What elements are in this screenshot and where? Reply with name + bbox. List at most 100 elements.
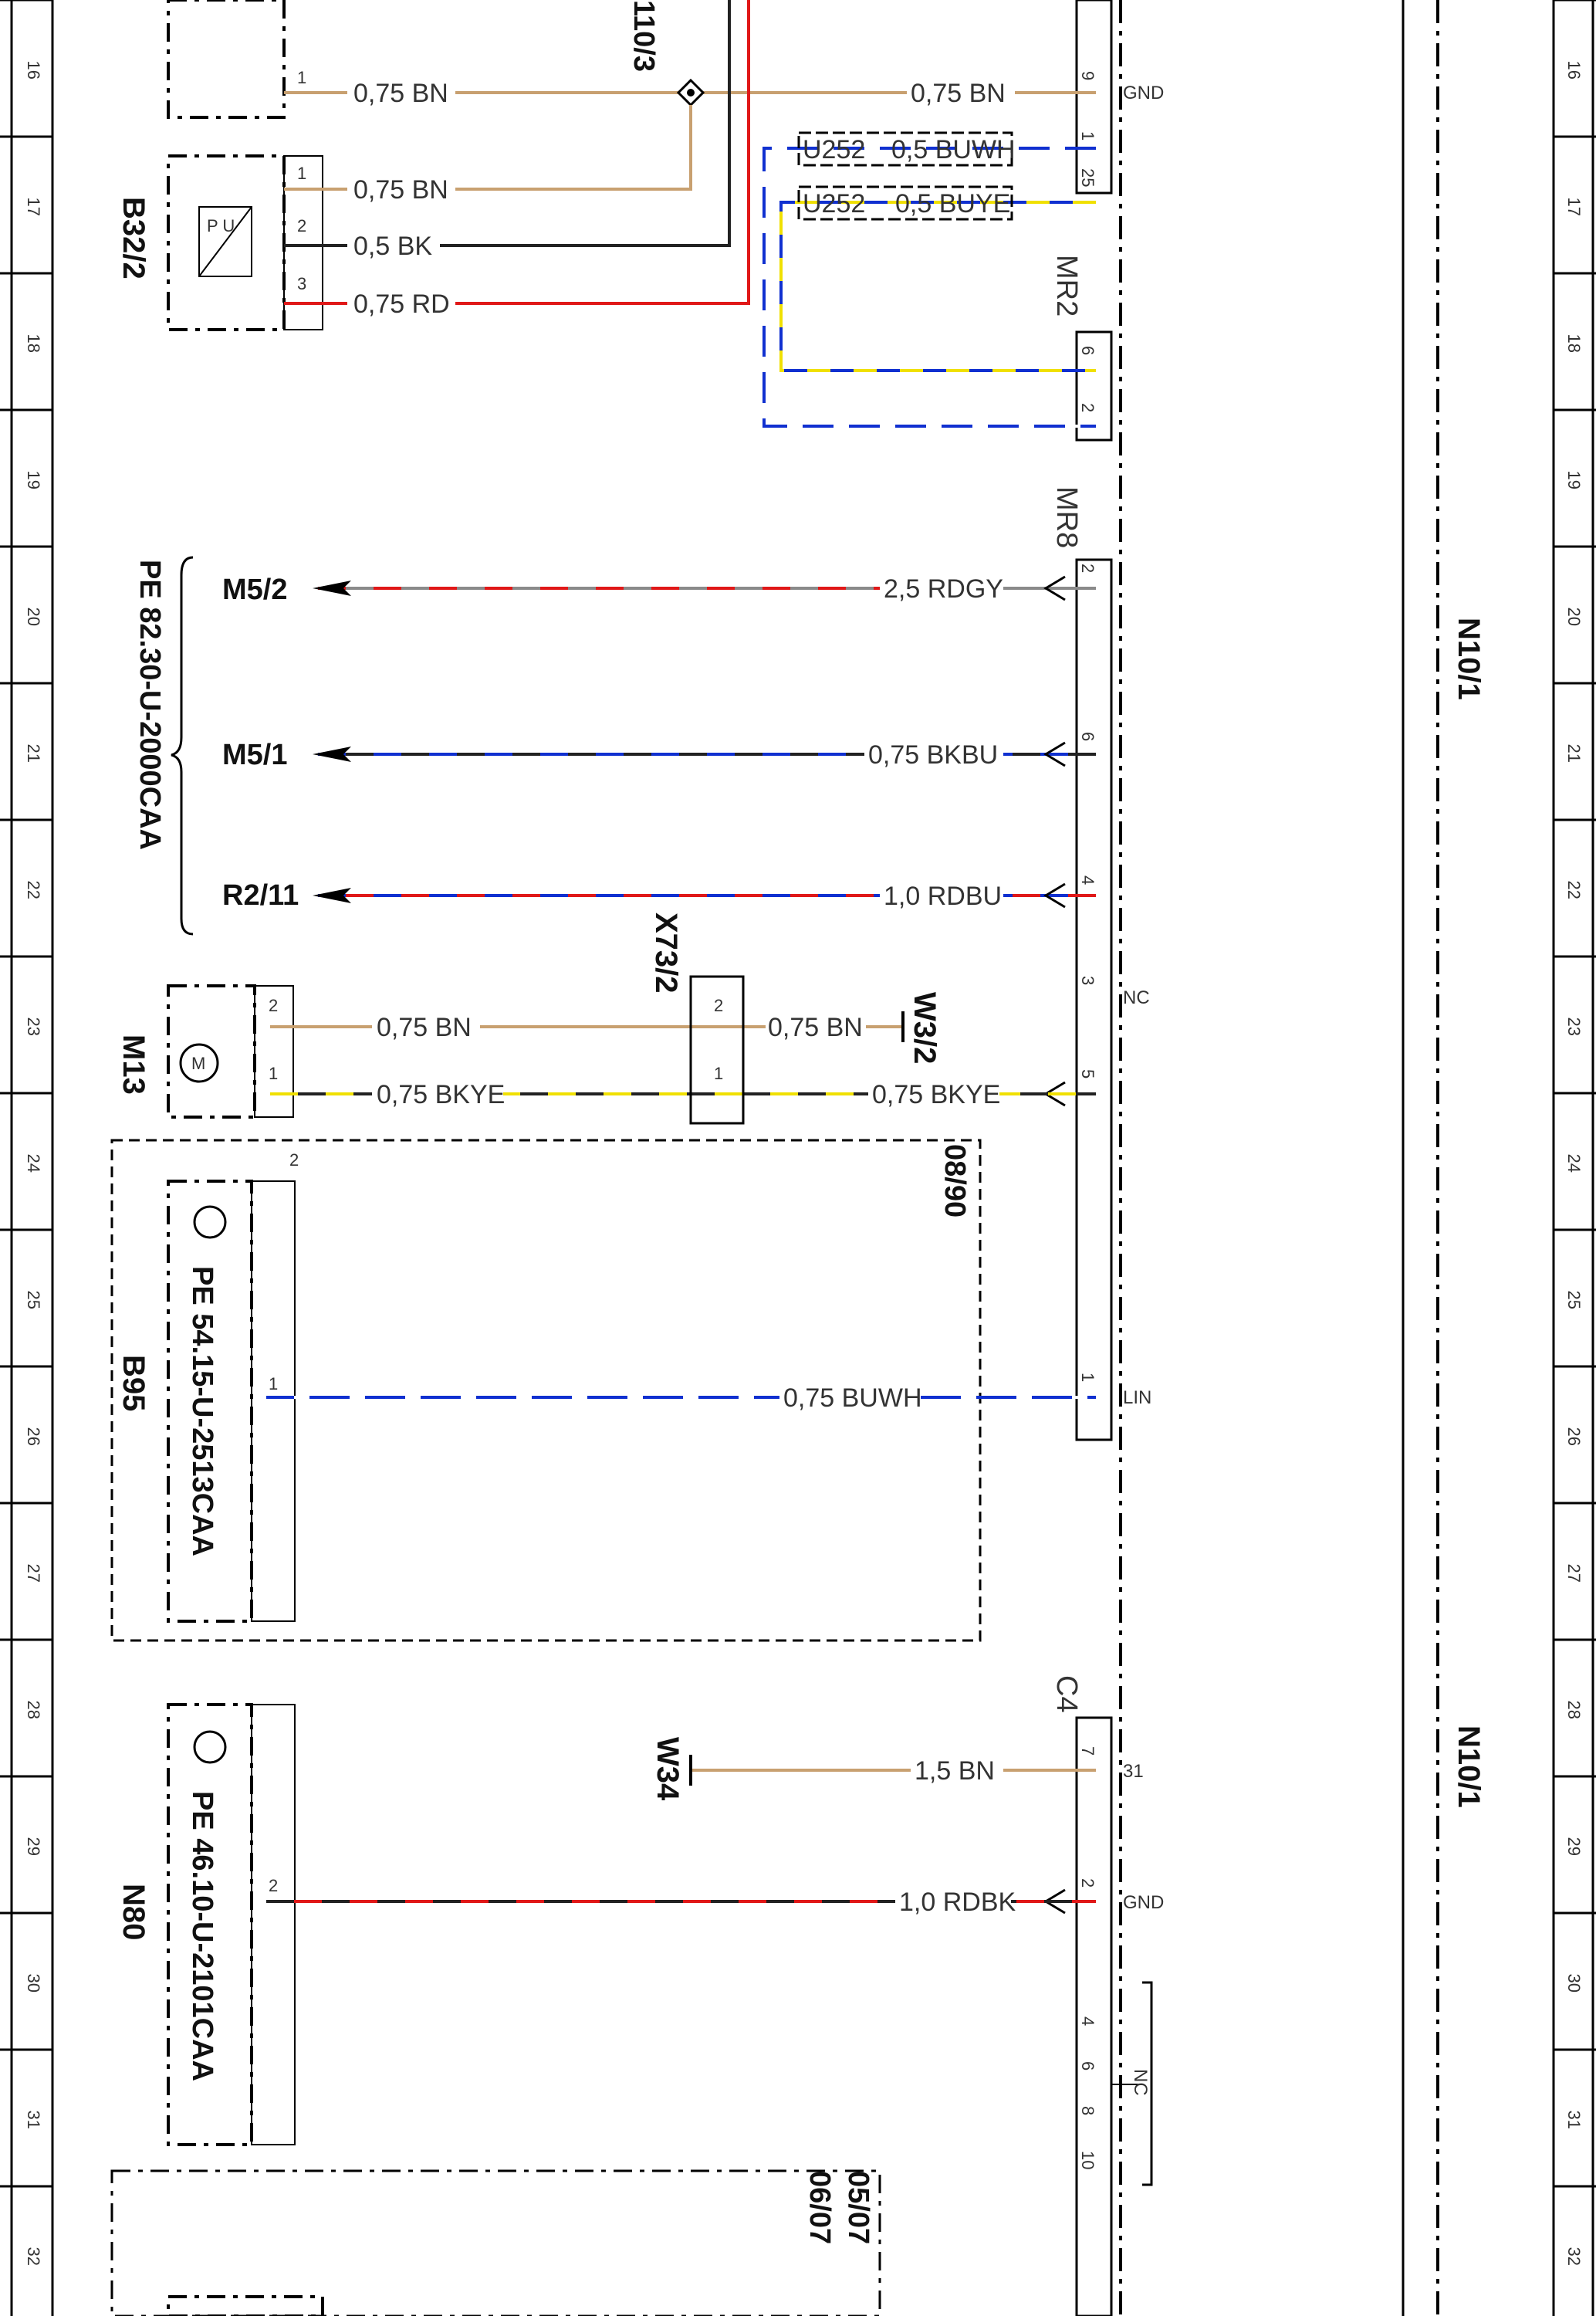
strip-pin-8: 8 (1078, 2106, 1097, 2115)
strip-pin-6: 6 (1078, 346, 1097, 355)
fn-nc-1: NC (1123, 987, 1150, 1008)
label-w17: 1,0 RDBK (899, 1888, 1016, 1917)
fn-gnd-2: GND (1123, 1892, 1164, 1913)
b95-pin-2: 2 (289, 1150, 299, 1170)
m5-2-label: M5/2 (222, 574, 287, 606)
strip-pin-2b: 2 (1078, 564, 1097, 573)
b95-pin-1: 1 (269, 1374, 278, 1393)
m13-pin-2: 2 (269, 996, 278, 1015)
strip-pin-7: 7 (1078, 1746, 1097, 1756)
grid-label-right: 17 (1564, 198, 1584, 216)
connector-mr8-block (1075, 558, 1113, 1441)
grid-label-right: 27 (1564, 1564, 1584, 1583)
n80-label: N80 (117, 1884, 150, 1940)
grid-label-left: 19 (24, 471, 43, 489)
grid-label-right: 21 (1564, 744, 1584, 763)
grid-label-right: 25 (1564, 1291, 1584, 1309)
b95-box (167, 1180, 253, 1623)
n80-connector (251, 1704, 296, 2145)
strip-pin-5: 5 (1078, 1069, 1097, 1078)
w3-2-label: W3/2 (908, 992, 942, 1064)
strip-pin-1b: 1 (1078, 1373, 1097, 1382)
n10-1-label-top: N10/1 (1452, 618, 1486, 700)
pe-ref-2: PE 54.15-U-2513CAA (186, 1266, 218, 1556)
grid-label-right: 29 (1564, 1837, 1584, 1856)
grid-label-left: 32 (24, 2247, 43, 2266)
pressure-sensor-icon (198, 206, 252, 277)
pe-ref-3: PE 46.10-U-2101CAA (186, 1791, 218, 2081)
bottom-variant-box (110, 2169, 881, 2316)
wire-w3 (284, 105, 692, 191)
label-w10: 1,0 RDBU (884, 882, 1002, 911)
c4-label: C4 (1050, 1675, 1083, 1713)
strip-pin-6c: 6 (1078, 2061, 1097, 2071)
date-05-07: 05/07 (842, 2171, 874, 2244)
x73-pin-2: 2 (714, 996, 723, 1015)
grid-label-right: 16 (1564, 61, 1584, 80)
b95-variant-box (110, 1139, 982, 1642)
b32-2-label: B32/2 (117, 197, 150, 279)
label-w16: 1,5 BN (915, 1756, 995, 1786)
b32-2-box (167, 154, 286, 331)
m13-pin-1: 1 (269, 1064, 278, 1083)
n80-sensor-icon (193, 1730, 227, 1764)
m13-label: M13 (117, 1034, 150, 1095)
r2-11-label: R2/11 (222, 879, 299, 912)
upper-module-box (167, 0, 286, 119)
b95-connector (251, 1180, 296, 1622)
strip-pin-4b: 4 (1078, 2016, 1097, 2026)
pu-symbol: P U (207, 216, 235, 235)
label-w9: 0,75 BKBU (868, 740, 998, 770)
u10-3-label: 110/3 (627, 0, 660, 72)
date-06-07: 06/07 (803, 2171, 836, 2244)
date-08-90: 08/90 (938, 1144, 971, 1217)
grid-label-right: 26 (1564, 1427, 1584, 1446)
grid-label-right: 32 (1564, 2247, 1584, 2266)
grid-label-left: 30 (24, 1974, 43, 1993)
b32-2-connector (283, 155, 323, 330)
pe-ref-1: PE 82.30-U-2000CAA (134, 560, 166, 850)
label-w6: U252 (803, 135, 865, 164)
label-w7: U252 (803, 189, 865, 218)
label-w14: 0,75 BKYE (872, 1080, 1000, 1109)
strip-pin-2c: 2 (1078, 1878, 1097, 1888)
grid-label-right: 31 (1564, 2111, 1584, 2129)
x73-2-connector (689, 975, 745, 1125)
x73-2-label: X73/2 (649, 913, 683, 994)
grid-label-left: 22 (24, 881, 43, 899)
harness-group: PE 82.30-U-2000CAA (134, 556, 194, 936)
grid-label-left: 16 (24, 61, 43, 80)
label-w8: 2,5 RDGY (884, 574, 1003, 604)
grid-label-left: 20 (24, 608, 43, 626)
grid-label-right: 18 (1564, 334, 1584, 353)
grid-label-right: 19 (1564, 471, 1584, 489)
grid-left (10, 0, 54, 2316)
nc-bracket (1142, 1981, 1153, 2186)
label-w6b: 0,5 BUWH (891, 135, 1016, 164)
label-w5: 0,75 RD (353, 290, 450, 319)
grid-label-right: 28 (1564, 1701, 1584, 1719)
strip-pins: 9 1 25 6 2 2 6 4 3 5 1 7 2 4 6 8 10 (1078, 71, 1097, 2169)
grid-label-left: 17 (24, 198, 43, 216)
b32-pin-1: 1 (297, 164, 306, 183)
u252-sleeve-2 (797, 185, 1013, 221)
label-w13: 0,75 BKYE (377, 1080, 505, 1109)
grid-label-left: 29 (24, 1837, 43, 1856)
u252-sleeve-1 (797, 131, 1013, 167)
label-w3: 0,75 BN (353, 175, 448, 205)
grid-label-left: 21 (24, 744, 43, 763)
wire-labels: 0,75 BN 0,75 BN 0,75 BN 0,5 BK 0,75 RD U… (347, 76, 1016, 1918)
wire-w4 (284, 0, 731, 247)
n80-box (167, 1703, 253, 2146)
grid-label-right: 20 (1564, 608, 1584, 626)
twisted-pair-u252 (762, 131, 1096, 428)
grid-label-right: 24 (1564, 1154, 1584, 1173)
label-w7b: 0,5 BUYE (895, 189, 1010, 218)
fn-lin: LIN (1123, 1387, 1151, 1408)
strip-pin-10: 10 (1078, 2151, 1097, 2169)
grid-label-left: 28 (24, 1701, 43, 1719)
motor-icon (179, 1043, 219, 1083)
grid-label-left: 31 (24, 2111, 43, 2129)
